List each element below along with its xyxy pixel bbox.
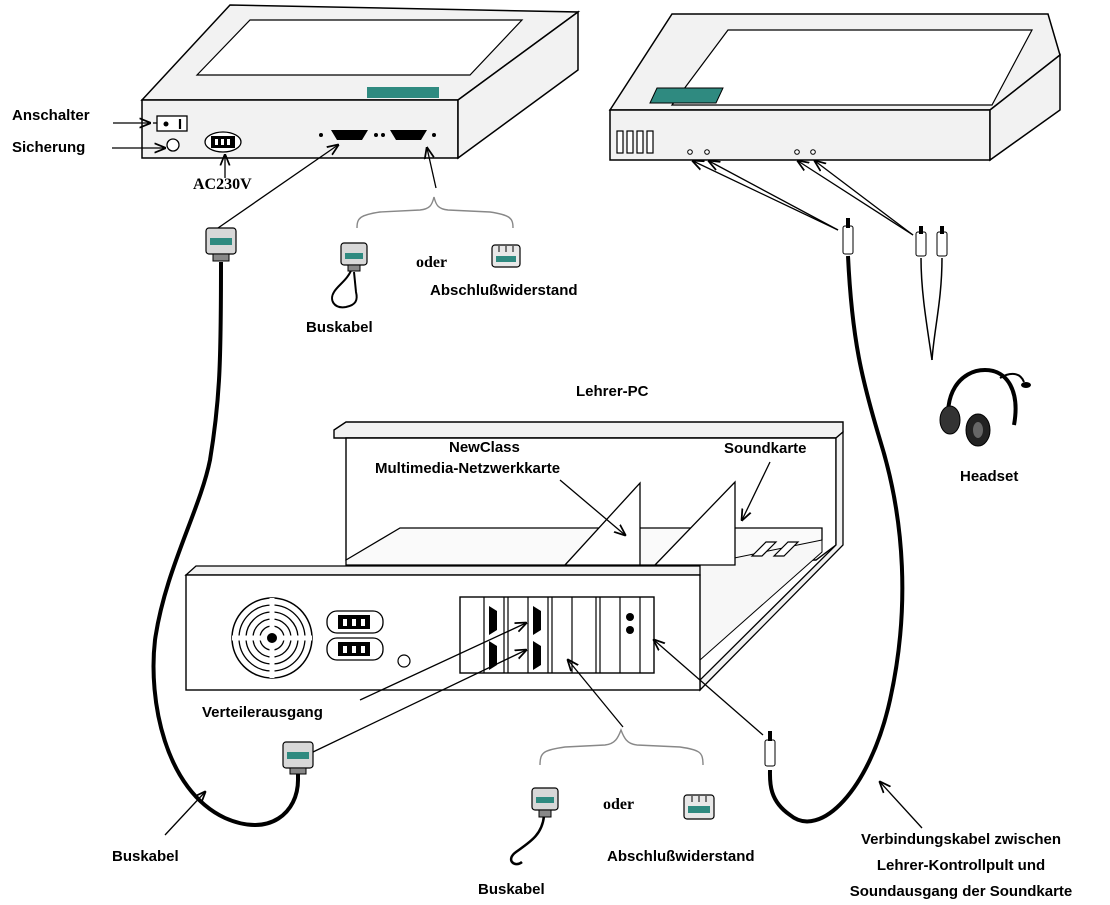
status-indicator (649, 87, 724, 104)
buskabel-plug-top (331, 242, 368, 309)
slot-brackets (483, 597, 641, 673)
headset-cables (915, 226, 948, 361)
label-verbindung-line3: Soundausgang der Soundkarte (849, 883, 1073, 900)
label-newclass-line1: NewClass (449, 439, 520, 456)
label-oder-bottom: oder (603, 796, 635, 813)
label-buskabel-top: Buskabel (306, 319, 373, 336)
label-abschluss-bottom: Abschlußwiderstand (607, 848, 755, 865)
label-soundkarte: Soundkarte (724, 440, 807, 457)
label-sicherung: Sicherung (12, 139, 86, 156)
audio-jacks (687, 149, 816, 155)
pc-power-sockets (326, 610, 384, 661)
label-abschluss-top: Abschlußwiderstand (430, 282, 578, 299)
label-oder-top: oder (416, 254, 448, 271)
control-unit-right (608, 13, 1061, 162)
top-leader-lines (112, 123, 914, 236)
status-indicator (367, 87, 439, 98)
terminator-top (491, 244, 521, 268)
fuse (166, 138, 180, 152)
label-verbindung-line1: Verbindungskabel zwischen (860, 831, 1062, 848)
vent-slots (616, 130, 654, 154)
buskabel-plug-bottom (509, 787, 559, 866)
headset-icon (939, 367, 1031, 447)
label-buskabel-bottom: Buskabel (478, 881, 545, 898)
label-verbindung-line2: Lehrer-Kontrollpult und (876, 857, 1046, 874)
label-ac230v: AC230V (193, 176, 252, 193)
label-buskabel-left: Buskabel (112, 848, 179, 865)
buskabel-main (151, 261, 300, 827)
lehrer-pc (184, 421, 844, 692)
bottom-brace (539, 728, 704, 766)
buskabel-plug-left-top (205, 227, 237, 262)
bottom-leader-lines (164, 461, 923, 836)
network-card-ports (489, 606, 541, 670)
buskabel-plug-bottom-left (282, 741, 314, 775)
terminator-bottom (683, 794, 715, 820)
top-brace (356, 196, 514, 229)
label-newclass-line2: Multimedia-Netzwerkkarte (375, 460, 561, 477)
ac-socket (204, 131, 242, 153)
label-lehrer-pc: Lehrer-PC (576, 383, 649, 400)
db-ports (319, 130, 436, 140)
power-switch (156, 115, 188, 132)
fan-icon (231, 597, 313, 679)
label-anschalter: Anschalter (12, 107, 90, 124)
label-verteilerausgang: Verteilerausgang (202, 704, 323, 721)
sound-cable (764, 218, 905, 824)
soundcard-jacks (626, 613, 634, 634)
label-headset: Headset (960, 468, 1019, 485)
control-unit-left (140, 4, 581, 160)
